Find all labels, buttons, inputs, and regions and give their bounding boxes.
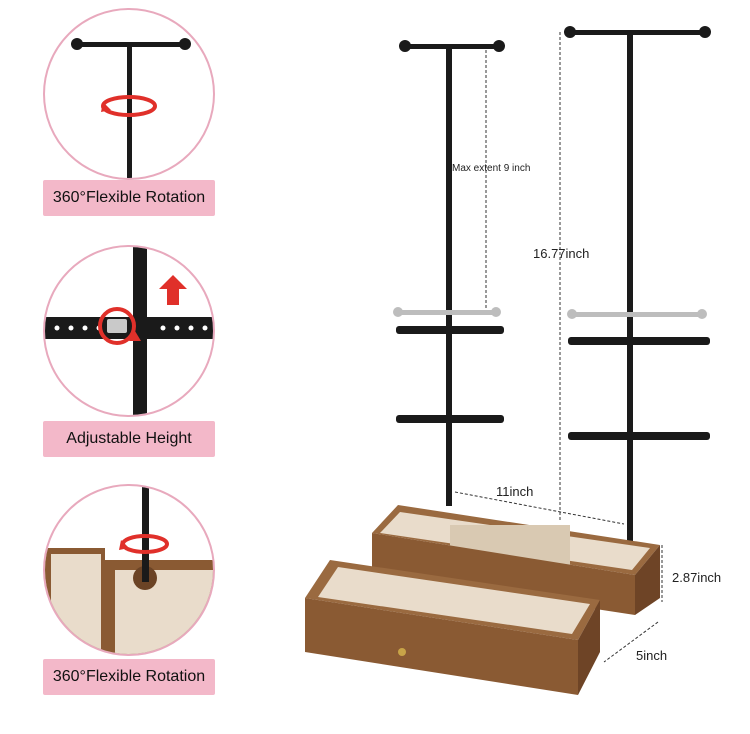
left-tower — [393, 40, 505, 506]
feature-circle-rotation-top — [43, 8, 215, 180]
up-arrow-icon — [159, 275, 187, 305]
height-dimension-label: 16.77inch — [533, 246, 590, 261]
wooden-box — [305, 505, 660, 695]
height-adjust-closeup-image — [45, 247, 213, 415]
rotation-arrow-icon — [101, 95, 157, 117]
dimension-lines — [454, 32, 663, 663]
rotation-arrow-icon — [119, 534, 169, 554]
feature-circle-adjustable-height — [43, 245, 215, 417]
t-bar-closeup-image — [71, 38, 191, 178]
rotation-arrow-icon — [98, 307, 141, 345]
max-extent-label: Max extent 9 inch — [452, 163, 531, 174]
feature-label-adjustable-height: Adjustable Height — [43, 421, 215, 457]
feature-label-rotation-base: 360°Flexible Rotation — [43, 659, 215, 695]
right-tower — [564, 26, 711, 552]
feature-label-rotation-top: 360°Flexible Rotation — [43, 180, 215, 216]
box-height-dimension-label: 2.87inch — [672, 570, 722, 585]
depth-dimension-label: 5inch — [636, 648, 668, 663]
width-dimension-label: 11inch — [496, 484, 534, 499]
